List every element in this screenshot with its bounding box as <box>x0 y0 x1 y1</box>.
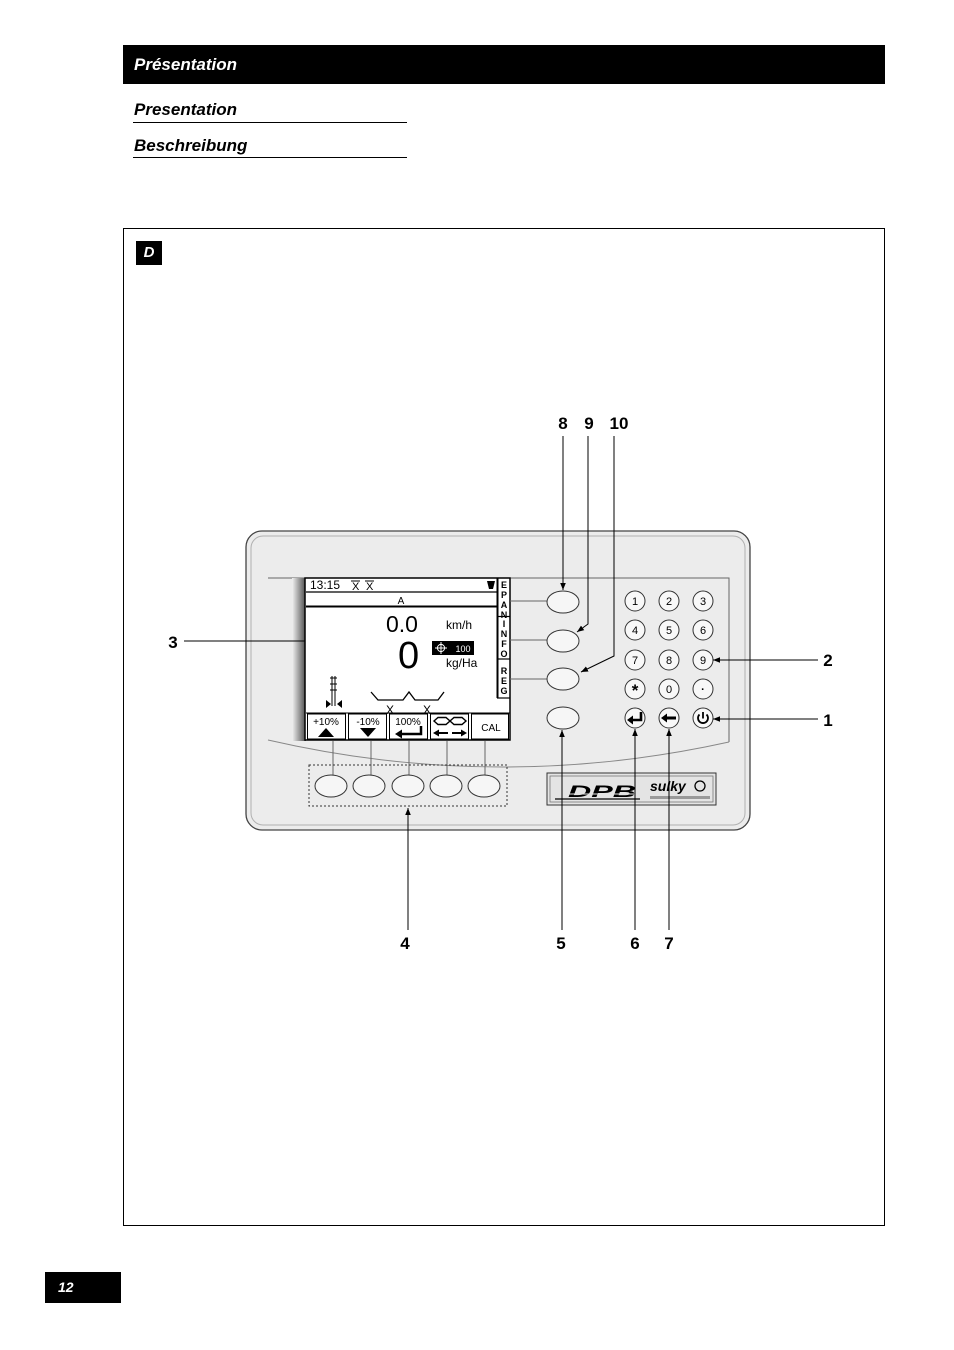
backspace-icon <box>661 713 676 723</box>
crosshair-icon <box>435 642 447 654</box>
keypad-key: 2 <box>666 596 672 608</box>
boom-outline <box>370 690 445 701</box>
language-badge: D <box>136 241 162 265</box>
rate-value: 0 <box>398 635 419 677</box>
screen-tab-spreading: EPAN <box>499 580 509 620</box>
keypad-key: 1 <box>632 596 638 608</box>
softkey-buttons <box>308 764 508 807</box>
callout-label: 6 <box>630 934 639 953</box>
display-screen: 13:15 X X A 0.0 km/h 0 100 <box>292 577 511 741</box>
down-triangle-icon <box>360 728 376 737</box>
return-arrow-icon <box>395 726 423 739</box>
side-buttons <box>510 590 580 730</box>
subheading-german: Beschreibung <box>133 136 407 158</box>
keypad-key: 3 <box>700 596 706 608</box>
target-rate-value: 100 <box>455 644 470 654</box>
status-mark: X <box>366 581 374 593</box>
softkey-label: 100% <box>395 717 421 728</box>
brand-logo-text: DPB <box>568 782 636 801</box>
boom-mark: X <box>423 703 431 717</box>
clock-readout: 13:15 <box>310 578 340 592</box>
status-marks: X X <box>351 580 374 593</box>
section-title: Présentation <box>134 55 237 74</box>
enter-icon <box>627 712 643 725</box>
maker-emblem-icon <box>694 780 706 792</box>
softkey-label-box <box>307 713 346 740</box>
keypad-key: * <box>632 681 639 700</box>
callout-label: 8 <box>558 414 567 433</box>
callout-numbers: 8 9 10 3 2 1 4 5 6 7 <box>168 414 832 953</box>
softkey-bar: +10% -10% 100% CAL <box>306 712 510 740</box>
softkey-label-box <box>389 713 428 740</box>
target-rate-box: 100 <box>432 641 474 655</box>
keypad-key: 4 <box>632 625 638 637</box>
boom-mark: X <box>386 703 394 717</box>
hopper-icon <box>487 581 495 589</box>
keypad-key: 0 <box>666 684 672 696</box>
callout-label: 1 <box>823 711 832 730</box>
screen-bezel <box>292 578 306 741</box>
keypad-key: 8 <box>666 655 672 667</box>
softkey-group-outline <box>308 764 508 807</box>
callout-label: 3 <box>168 633 177 652</box>
side-button <box>546 667 580 691</box>
softkey-button <box>314 774 348 798</box>
side-button <box>546 590 580 614</box>
mode-label: A <box>398 596 405 607</box>
softkey-label-box <box>430 713 469 740</box>
side-button <box>546 629 580 653</box>
numeric-keypad: 1 2 3 4 5 6 7 8 9 * 0 · <box>624 590 714 729</box>
softkey-label: CAL <box>481 723 501 734</box>
tramline-icon <box>432 716 468 737</box>
callout-label: 2 <box>823 651 832 670</box>
screen-tab-info: INFO <box>499 619 509 659</box>
softkey-button <box>467 774 501 798</box>
screen-tab-settings: REG <box>499 666 509 696</box>
side-button <box>546 706 580 730</box>
callout-label: 10 <box>610 414 629 433</box>
softkey-label-box <box>348 713 387 740</box>
speed-unit: km/h <box>446 618 472 632</box>
speed-value: 0.0 <box>386 611 418 637</box>
logo-plate: DPB sulky <box>546 772 717 806</box>
callout-label: 4 <box>400 934 410 953</box>
rate-unit: kg/Ha <box>446 656 478 670</box>
softkey-button <box>352 774 386 798</box>
keypad-key: 9 <box>700 655 706 667</box>
up-triangle-icon <box>318 728 334 737</box>
section-header: Présentation <box>123 45 885 84</box>
callout-label: 5 <box>556 934 565 953</box>
callout-lines <box>184 436 818 930</box>
keypad-key: 5 <box>666 625 672 637</box>
keypad-key: 6 <box>700 625 706 637</box>
figure-frame <box>123 228 885 1226</box>
softkey-connectors <box>332 741 486 775</box>
power-icon <box>697 712 709 724</box>
softkey-label-box <box>471 713 509 740</box>
keypad-key: 7 <box>632 655 638 667</box>
callout-label: 7 <box>664 934 673 953</box>
softkey-label: -10% <box>356 717 379 728</box>
page-number: 12 <box>45 1272 121 1303</box>
softkey-label: +10% <box>313 717 339 728</box>
keypad-key: · <box>701 684 705 696</box>
callout-label: 9 <box>584 414 593 433</box>
status-mark: X <box>352 581 360 593</box>
softkey-button <box>391 774 425 798</box>
softkey-button <box>429 774 463 798</box>
spreader-icon <box>326 676 342 708</box>
subheading-english: Presentation <box>133 100 407 123</box>
tab-strip <box>496 578 510 699</box>
